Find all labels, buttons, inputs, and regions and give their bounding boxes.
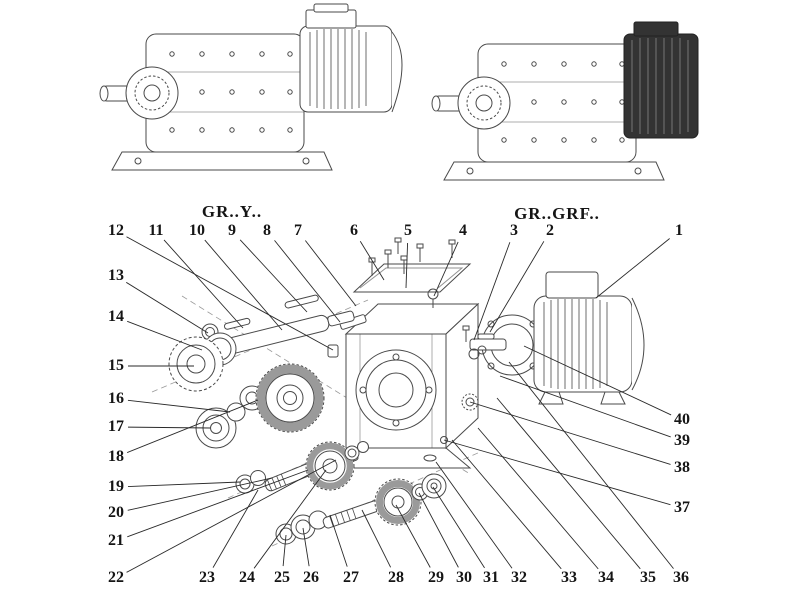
callout-34: 34 (596, 569, 616, 586)
gearmotor-foot-mounted-art (99, 3, 403, 171)
callout-39: 39 (672, 432, 692, 449)
callout-22: 22 (106, 569, 126, 586)
callout-18: 18 (106, 448, 126, 465)
callout-2: 2 (544, 222, 556, 239)
callout-12: 12 (106, 222, 126, 239)
callout-21: 21 (106, 532, 126, 549)
callout-33: 33 (559, 569, 579, 586)
callout-5: 5 (402, 222, 414, 239)
gearmotor-flange-mounted-art (431, 21, 699, 181)
callout-28: 28 (386, 569, 406, 586)
callout-20: 20 (106, 504, 126, 521)
callout-9: 9 (226, 222, 238, 239)
callout-23: 23 (197, 569, 217, 586)
callout-17: 17 (106, 418, 126, 435)
callout-7: 7 (292, 222, 304, 239)
callout-3: 3 (508, 222, 520, 239)
callout-24: 24 (237, 569, 257, 586)
callout-37: 37 (672, 499, 692, 516)
callout-26: 26 (301, 569, 321, 586)
callout-27: 27 (341, 569, 361, 586)
callout-4: 4 (457, 222, 469, 239)
callout-1: 1 (673, 222, 685, 239)
callout-32: 32 (509, 569, 529, 586)
callout-35: 35 (638, 569, 658, 586)
callout-19: 19 (106, 478, 126, 495)
callout-40: 40 (672, 411, 692, 428)
callout-30: 30 (454, 569, 474, 586)
callout-29: 29 (426, 569, 446, 586)
callout-25: 25 (272, 569, 292, 586)
callout-13: 13 (106, 267, 126, 284)
callout-11: 11 (146, 222, 166, 239)
assembly-label-gr-y: GR..Y.. (201, 202, 263, 221)
callout-8: 8 (261, 222, 273, 239)
callout-6: 6 (348, 222, 360, 239)
callout-10: 10 (187, 222, 207, 239)
callout-36: 36 (671, 569, 691, 586)
callout-15: 15 (106, 357, 126, 374)
assembly-label-gr-grf: GR..GRF.. (514, 204, 600, 223)
callout-16: 16 (106, 390, 126, 407)
callout-14: 14 (106, 308, 126, 325)
callout-31: 31 (481, 569, 501, 586)
callout-38: 38 (672, 459, 692, 476)
